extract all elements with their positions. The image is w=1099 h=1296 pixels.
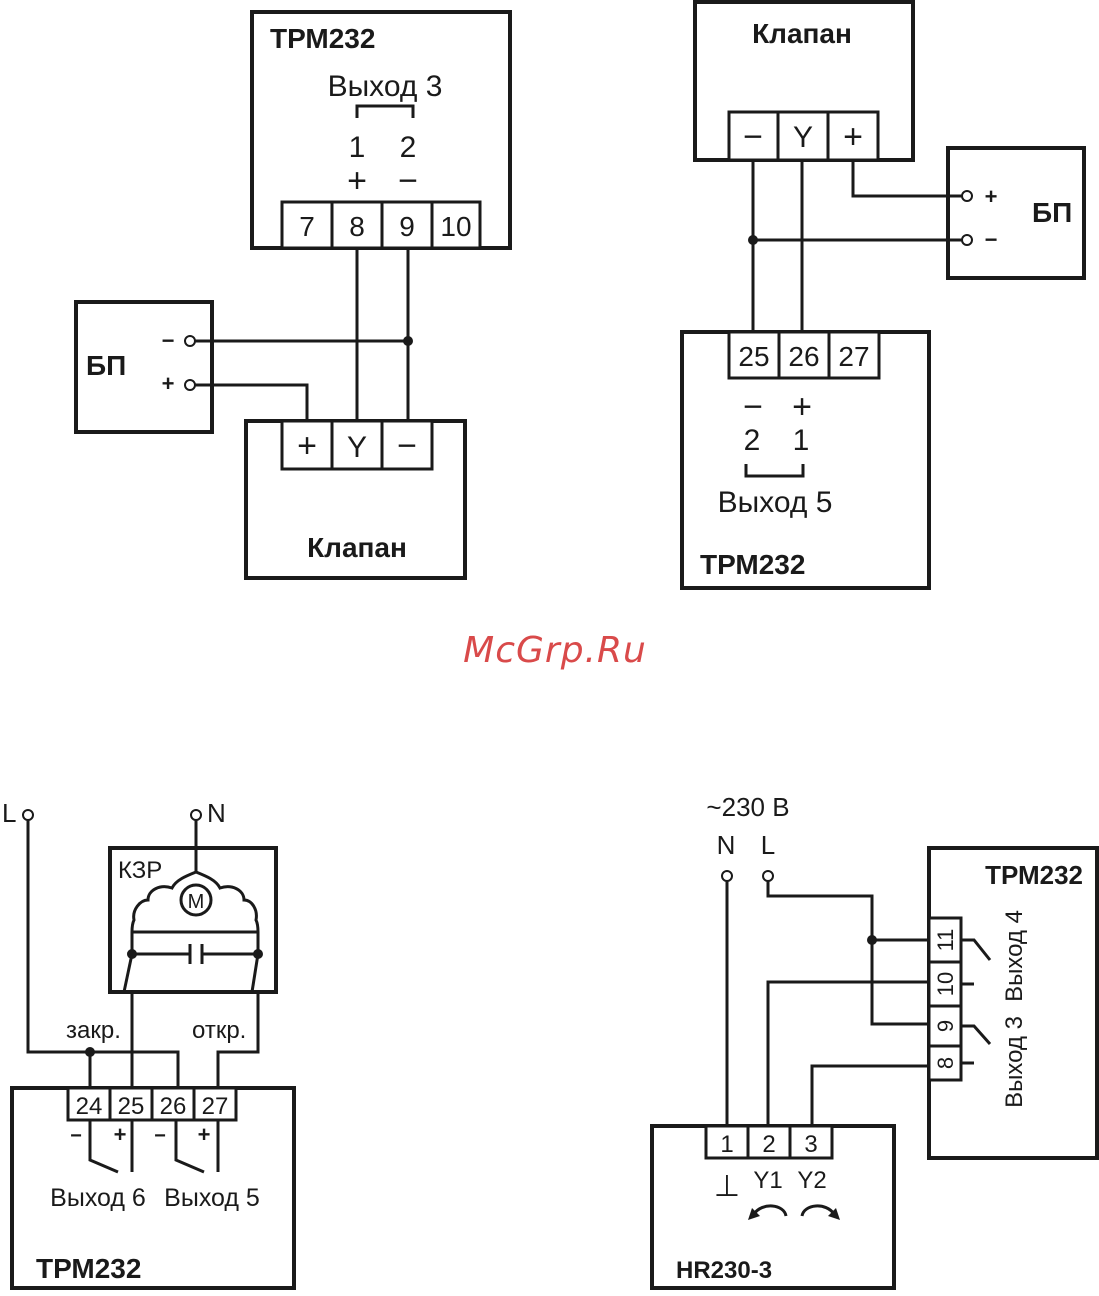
output-5-label-2: Выход 5: [718, 486, 833, 519]
pin-number-2: 2: [744, 424, 761, 457]
terminal-label-9: 9: [399, 211, 415, 242]
wire-8-to-3: [812, 1066, 929, 1126]
valve-terminal-label-y: Y: [347, 431, 367, 464]
screw-terminal-icon: [722, 871, 732, 881]
terminal-label-26: 26: [788, 341, 819, 372]
sign-minus-26: −: [154, 1125, 166, 1147]
trm232-title-2: ТРМ232: [700, 549, 805, 580]
terminal-label-26: 26: [160, 1093, 187, 1120]
valve-terminal-strip-1: + Y −: [282, 421, 432, 469]
valve-terminal-label-minus: −: [743, 118, 763, 156]
valve-title-2: Клапан: [752, 18, 852, 49]
terminal-label-8: 8: [933, 1057, 958, 1069]
diagram-1: ТРМ232 Выход 3 1 2 + − 7 8 9 10 БП − + +: [76, 12, 510, 578]
psu-plus-label-2: +: [985, 184, 998, 209]
sign-plus-27: +: [198, 1122, 211, 1147]
hr230-title: HR230-3: [676, 1257, 772, 1284]
close-label: закр.: [66, 1017, 121, 1044]
screw-terminal-icon: [763, 871, 773, 881]
terminal-label-10: 10: [933, 972, 958, 996]
valve-terminal-label-minus: −: [397, 427, 417, 465]
ground-icon: ⊥: [714, 1170, 740, 1203]
watermark: McGrp.Ru: [463, 630, 647, 671]
pin-sign-minus: −: [743, 388, 763, 426]
output-5-label-3: Выход 5: [164, 1184, 260, 1212]
pin-sign-plus: +: [792, 388, 812, 426]
wire-l-to-11: [768, 881, 929, 940]
psu-screw-terminal-icon: [962, 191, 972, 201]
diagram-4: ~230 В N L ТРМ232 11 10 9 8 Выход 4 Выхо…: [652, 792, 1097, 1288]
voltage-label: ~230 В: [706, 792, 789, 822]
sign-plus-25: +: [114, 1122, 127, 1147]
screw-terminal-icon: [191, 810, 201, 820]
terminal-label-3: 3: [804, 1131, 817, 1158]
terminal-strip-4: 11 10 9 8: [929, 918, 961, 1080]
y2-label: Y2: [797, 1167, 826, 1194]
line-l-label: L: [2, 798, 16, 828]
psu-plus-label-1: +: [162, 371, 175, 396]
pin-sign-minus: −: [398, 162, 418, 200]
output-3-label-4: Выход 3: [1001, 1016, 1028, 1108]
sign-minus-24: −: [70, 1125, 82, 1147]
psu-screw-terminal-icon: [185, 380, 195, 390]
psu-screw-terminal-icon: [185, 336, 195, 346]
valve-terminal-label-plus: +: [297, 427, 317, 465]
junction-dot: [748, 235, 758, 245]
output-3-label-1: Выход 3: [328, 70, 443, 103]
terminal-label-9: 9: [933, 1020, 958, 1032]
valve-terminal-strip-2: − Y +: [729, 112, 878, 160]
line-n-label: N: [207, 798, 226, 828]
trm232-title-4: ТРМ232: [985, 860, 1083, 890]
diagram-2: Клапан − Y + БП + − 25 26 27 − + 2 1 Вых…: [682, 2, 1084, 588]
psu-title-2: БП: [1032, 197, 1072, 228]
terminal-label-1: 1: [720, 1131, 733, 1158]
terminal-strip-1: 7 8 9 10: [282, 202, 480, 248]
terminal-label-27: 27: [202, 1093, 229, 1120]
output-6-label: Выход 6: [50, 1184, 146, 1212]
valve-terminal-label-plus: +: [843, 118, 863, 156]
psu-screw-terminal-icon: [962, 235, 972, 245]
output-4-label: Выход 4: [1001, 910, 1028, 1002]
line-l-label-4: L: [761, 830, 775, 860]
wire-10-to-2: [768, 982, 929, 1126]
pin-number-2: 2: [400, 131, 417, 164]
terminal-strip-2: 25 26 27: [729, 332, 879, 378]
psu-title-1: БП: [86, 350, 126, 381]
kzr-label: КЗР: [118, 857, 162, 884]
terminal-label-8: 8: [349, 211, 365, 242]
terminal-label-25: 25: [118, 1093, 145, 1120]
trm232-title-3: ТРМ232: [36, 1253, 141, 1284]
terminal-label-27: 27: [838, 341, 869, 372]
valve-title-1: Клапан: [307, 532, 407, 563]
terminal-label-11: 11: [933, 929, 958, 952]
screw-terminal-icon: [23, 810, 33, 820]
psu-minus-label-1: −: [162, 328, 175, 353]
open-label: откр.: [192, 1017, 246, 1044]
pin-number-1: 1: [793, 424, 810, 457]
valve-terminal-label-y: Y: [793, 121, 813, 154]
terminal-label-25: 25: [738, 341, 769, 372]
diagram-3: L N КЗР М закр. откр. 24: [2, 798, 294, 1288]
terminal-strip-5: 1 2 3: [706, 1126, 832, 1158]
terminal-label-10: 10: [440, 211, 471, 242]
terminal-label-2: 2: [762, 1131, 775, 1158]
pin-sign-plus: +: [347, 162, 367, 200]
wire-plus-to-psu: [853, 160, 962, 196]
terminal-strip-3: 24 25 26 27: [68, 1088, 236, 1120]
y1-label: Y1: [753, 1167, 782, 1194]
line-n-label-4: N: [717, 830, 736, 860]
psu-minus-label-2: −: [985, 227, 998, 252]
terminal-label-7: 7: [299, 211, 315, 242]
junction-dot: [403, 336, 413, 346]
motor-label: М: [188, 891, 205, 913]
terminal-label-24: 24: [76, 1093, 103, 1120]
trm232-title-1: ТРМ232: [270, 23, 375, 54]
pin-number-1: 1: [349, 131, 366, 164]
